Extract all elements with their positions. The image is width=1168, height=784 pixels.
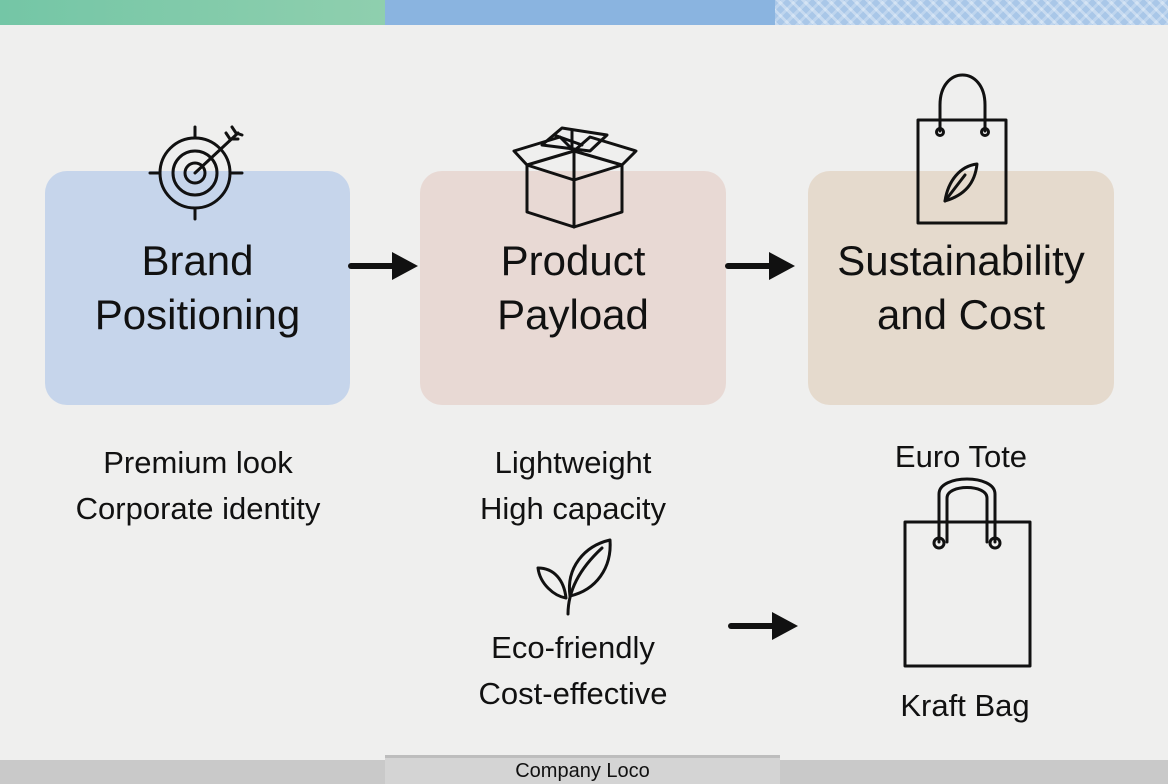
top-band-green [0,0,385,25]
sustain-title-line-2: and Cost [876,291,1046,338]
brand-detail-identity: Corporate identity [75,491,321,526]
sustain-title-line-1: Sustainability [837,237,1085,284]
flow-arrow-2 [725,252,795,280]
flow-arrow-3 [728,612,798,640]
euro-tote-text: Euro Tote [894,439,1028,474]
euro-tote-label: Euro Tote [808,434,1114,480]
footer-company-text: Company Loco [515,759,650,782]
eco-detail-cost: Cost-effective [478,676,668,711]
product-payload-title: Product Payload [497,234,649,342]
payload-detail-lightweight: Lightweight [494,445,652,480]
sustainability-cost-card: Sustainability and Cost [808,171,1114,405]
product-payload-card: Product Payload [420,171,726,405]
brand-positioning-card: Brand Positioning [45,171,350,405]
footer-company-label: Company Loco [385,755,780,784]
brand-positioning-title: Brand Positioning [95,234,300,342]
kraft-bag-text: Kraft Bag [900,688,1030,723]
sustainability-cost-title: Sustainability and Cost [837,234,1084,342]
eco-details: Eco-friendly Cost-effective [420,625,726,717]
payload-title-line-1: Product [500,237,646,284]
brand-title-line-2: Positioning [94,291,301,338]
eco-detail-friendly: Eco-friendly [491,630,655,665]
flow-arrow-1 [348,252,418,280]
shopping-bag-leaf-icon [916,73,1008,225]
target-icon [148,125,244,221]
kraft-bag-label: Kraft Bag [812,683,1118,729]
brand-title-line-1: Brand [141,237,254,284]
brand-details: Premium look Corporate identity [40,440,356,532]
leaf-icon [536,538,612,616]
shopping-bag-icon [903,477,1032,668]
payload-details: Lightweight High capacity [420,440,726,532]
top-band-blue [385,0,775,25]
payload-title-line-2: Payload [497,291,649,338]
top-band-pattern [775,0,1168,25]
brand-detail-premium: Premium look [103,445,293,480]
payload-detail-capacity: High capacity [479,491,667,526]
box-icon [512,126,638,229]
